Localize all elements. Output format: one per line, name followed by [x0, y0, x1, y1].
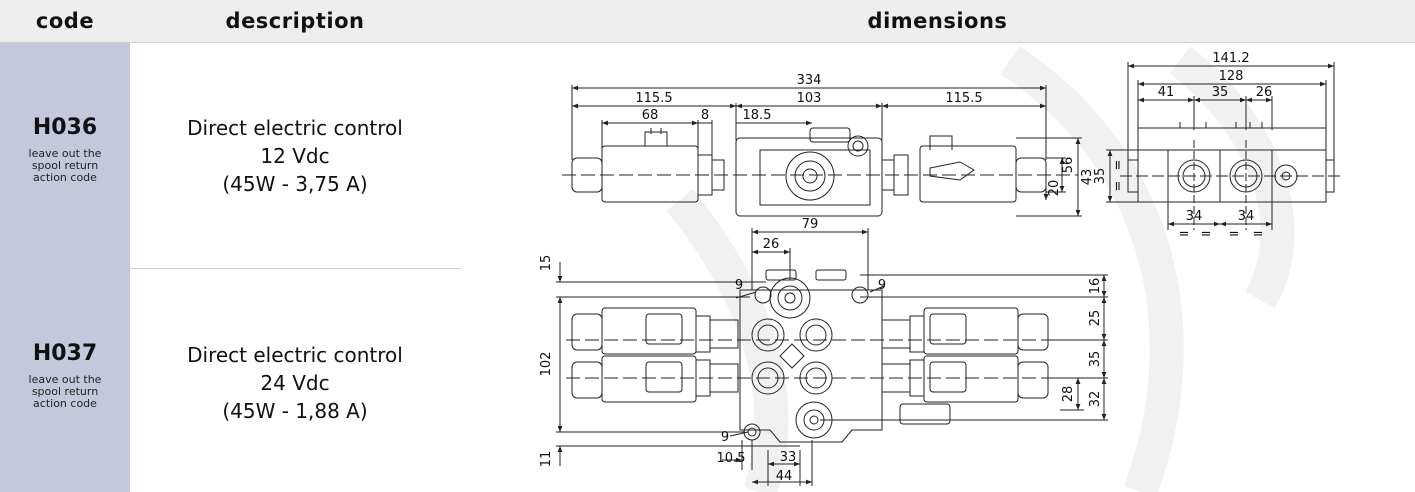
code-column — [0, 43, 130, 492]
watermark — [666, 45, 1295, 492]
dim-side-41: 41 — [1158, 85, 1175, 100]
dim-top-9-right: 9 — [878, 278, 886, 293]
header-description: description — [225, 9, 365, 33]
dim-top-15: 15 — [539, 255, 554, 272]
dim-top-9-bottom: 9 — [721, 430, 729, 445]
dim-top-79: 79 — [802, 217, 819, 232]
dim-top-11: 11 — [539, 451, 554, 468]
header-code: code — [35, 9, 95, 33]
dim-front-334: 334 — [797, 73, 822, 88]
dim-front-56: 56 — [1061, 157, 1076, 174]
dim-top-32: 32 — [1088, 391, 1103, 408]
dim-top-25: 25 — [1088, 310, 1103, 327]
code-note: leave out the spool return action code — [28, 373, 102, 410]
dim-side-35: 35 — [1212, 85, 1229, 100]
dim-top-10-5: 10.5 — [717, 451, 746, 466]
header-dimensions: dimensions — [867, 9, 1008, 33]
row-description-h037: Direct electric control 24 Vdc (45W - 1,… — [187, 343, 403, 423]
dim-front-18-5: 18.5 — [743, 108, 772, 123]
dim-side-26: 26 — [1256, 85, 1273, 100]
row-divider — [130, 268, 462, 269]
front-view — [562, 85, 1082, 217]
dim-top-44: 44 — [776, 469, 793, 484]
dim-side-eq-6: = — [1253, 227, 1264, 242]
table-header: code description dimensions — [0, 0, 1415, 43]
dim-top-16: 16 — [1088, 278, 1103, 295]
dim-side-128: 128 — [1219, 69, 1244, 84]
dim-front-103: 103 — [797, 91, 822, 106]
dim-front-115-right: 115.5 — [945, 91, 982, 106]
dim-side-eq-5: = — [1229, 227, 1240, 242]
dim-front-43: 43 — [1080, 169, 1095, 186]
dim-side-eq-3: = — [1179, 227, 1190, 242]
dim-top-33: 33 — [780, 450, 797, 465]
dim-side-35-vertical: 35 — [1093, 168, 1108, 185]
code-value: H036 — [32, 115, 98, 140]
dim-front-68: 68 — [642, 108, 659, 123]
dim-side-eq-1: = — [1111, 160, 1126, 171]
dim-side-eq-4: = — [1201, 227, 1212, 242]
dim-top-28: 28 — [1061, 386, 1076, 403]
code-value: H037 — [32, 341, 98, 366]
row-description-h036: Direct electric control 12 Vdc (45W - 3,… — [187, 116, 403, 196]
dim-top-35: 35 — [1088, 351, 1103, 368]
row-code-h036: H036 leave out the spool return action c… — [0, 115, 130, 184]
dim-front-20: 20 — [1047, 180, 1062, 197]
row-code-h037: H037 leave out the spool return action c… — [0, 341, 130, 410]
code-note: leave out the spool return action code — [28, 147, 102, 184]
top-view — [556, 228, 1108, 486]
dim-side-34-right: 34 — [1238, 209, 1255, 224]
side-view — [1106, 62, 1340, 230]
dim-front-115-left: 115.5 — [635, 91, 672, 106]
dim-top-102: 102 — [539, 352, 554, 377]
dim-top-26: 26 — [763, 237, 780, 252]
dim-top-9-left: 9 — [735, 278, 743, 293]
dim-side-141: 141.2 — [1212, 51, 1249, 66]
dim-side-34-left: 34 — [1186, 209, 1203, 224]
dim-side-eq-2: = — [1111, 181, 1126, 192]
dim-front-8: 8 — [701, 108, 709, 123]
